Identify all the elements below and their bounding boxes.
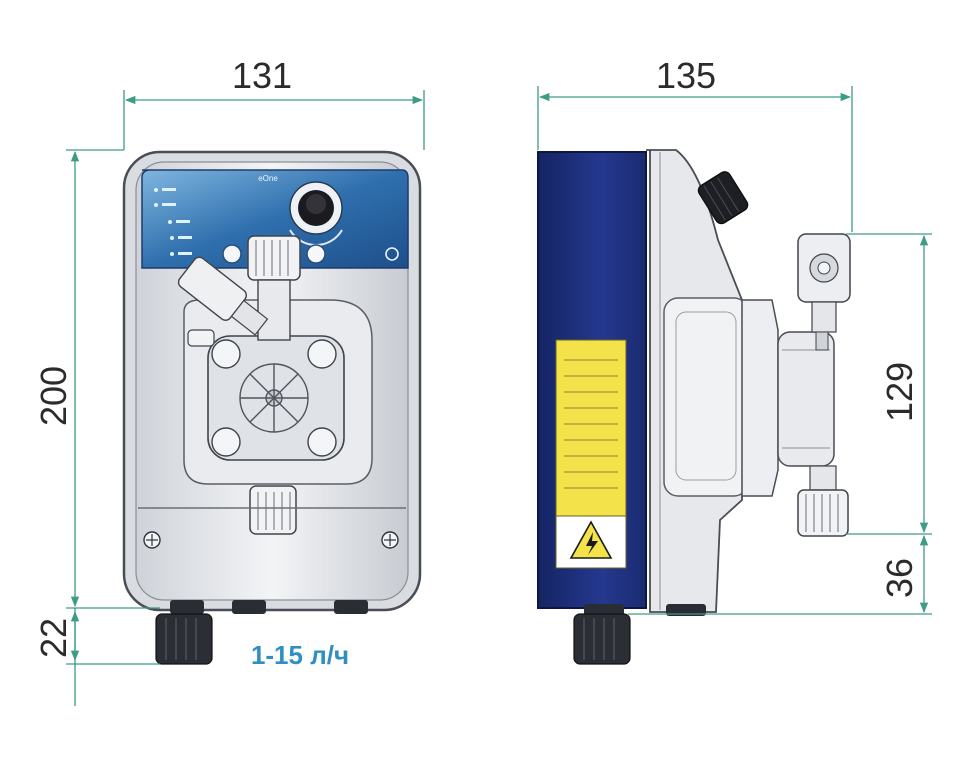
diaphragm-rib — [239, 363, 309, 433]
side-foot — [666, 604, 706, 616]
side-cable-gland — [573, 613, 631, 665]
power-icon — [385, 247, 399, 261]
pump-head-bolt — [307, 427, 337, 457]
valve-stem — [257, 279, 291, 341]
dim-label-side-upper: 129 — [879, 362, 920, 422]
side-lower-valve — [797, 489, 849, 537]
dim-label-foot-height: 22 — [33, 618, 74, 658]
pump-head-bolt — [211, 339, 241, 369]
dim-label-side-lower: 36 — [879, 558, 920, 598]
cable-gland — [155, 613, 213, 665]
panel-brand: eOne — [258, 174, 278, 183]
side-foot — [584, 604, 624, 616]
head-guard — [663, 297, 749, 497]
foot — [232, 600, 266, 614]
dim-label-front-height: 200 — [33, 366, 74, 426]
front-view: eOne — [122, 150, 422, 665]
pump-head-bolt — [307, 339, 337, 369]
panel-button-right — [306, 244, 326, 264]
dim-label-side-width: 135 — [656, 55, 716, 96]
foot — [334, 600, 368, 614]
flow-rate-caption: 1-15 л/ч — [251, 640, 349, 670]
knob-icon — [289, 181, 343, 247]
side-lower-stem — [809, 465, 837, 491]
side-pump-head — [741, 299, 779, 497]
pump-head-bolt — [211, 427, 241, 457]
lower-valve — [249, 485, 297, 535]
foot — [170, 600, 204, 614]
dimension-lines — [66, 86, 932, 706]
hazard-icon — [569, 520, 613, 559]
purge-tube — [187, 329, 215, 347]
purge-connector — [177, 256, 269, 336]
side-pump-body — [777, 331, 835, 467]
side-view — [537, 149, 851, 665]
side-upper-stem — [811, 301, 837, 333]
side-knob — [697, 171, 749, 225]
panel-leds — [154, 188, 192, 256]
dim-label-front-width: 131 — [232, 55, 292, 96]
panel-button-left — [222, 244, 242, 264]
